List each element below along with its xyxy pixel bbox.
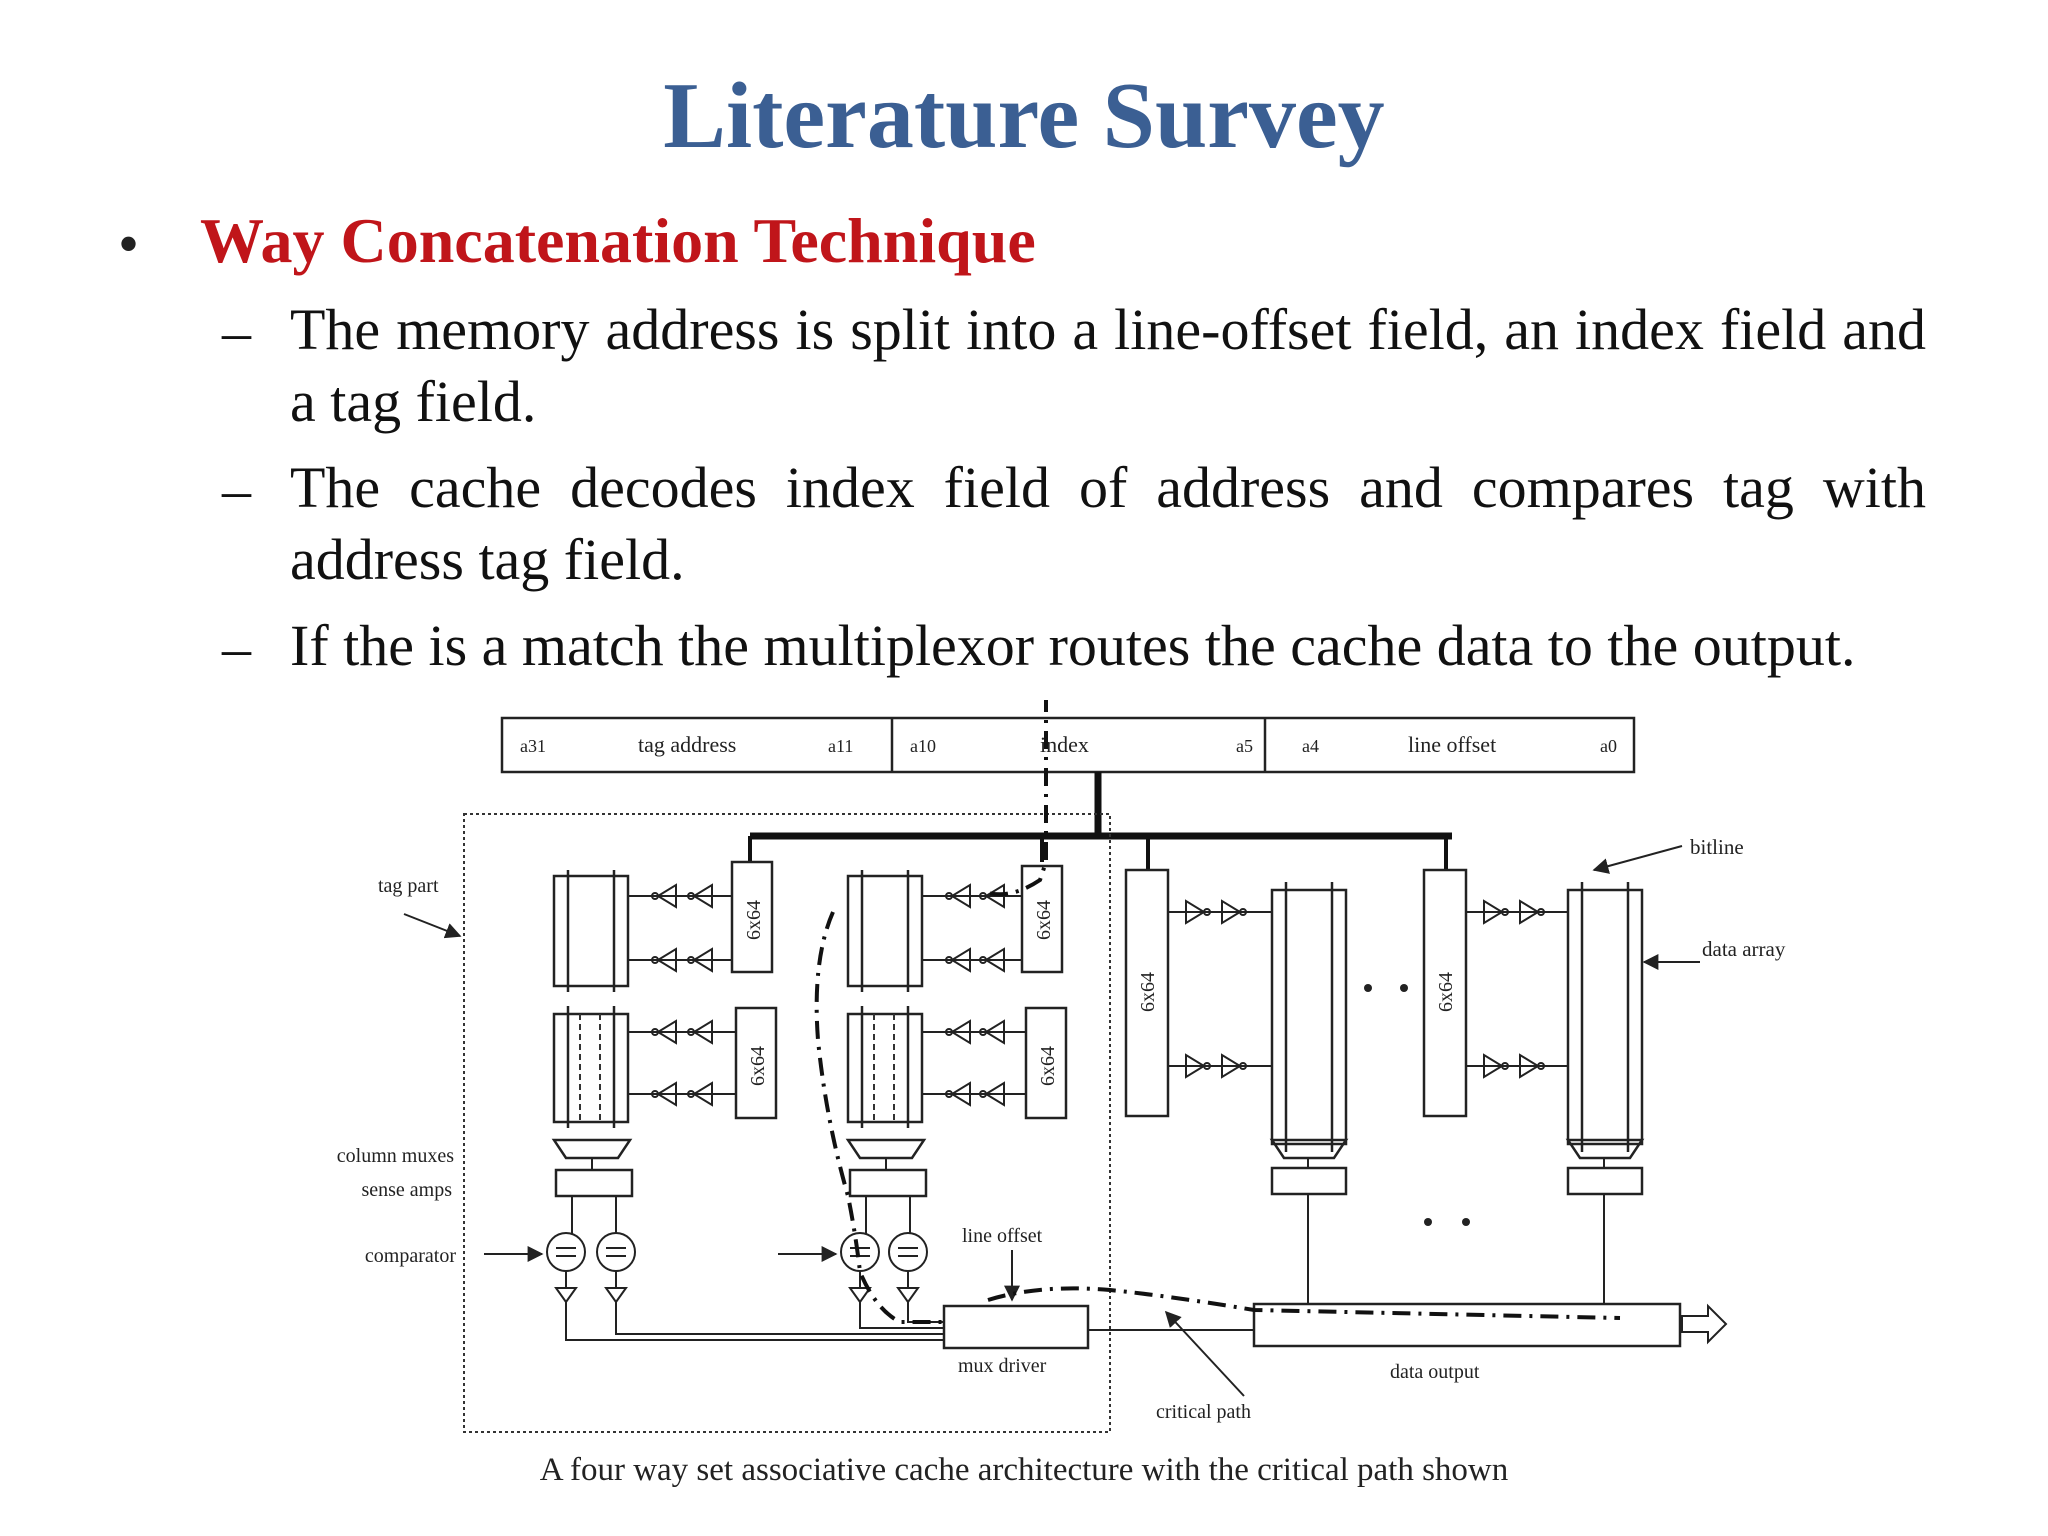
bit-label: a10 — [910, 736, 936, 756]
svg-text:6x64: 6x64 — [747, 1046, 769, 1086]
tag-part-region — [463, 813, 1111, 1433]
point-2: The cache decodes index field of address… — [290, 455, 1926, 592]
cache-architecture-diagram: a31 tag address a11 a10 index a5 a4 line… — [337, 700, 1786, 1433]
critical-path-label: critical path — [1156, 1401, 1251, 1423]
sense-amps-label: sense amps — [361, 1179, 452, 1201]
mux-driver-box — [942, 1304, 1090, 1350]
bullet-icon: • — [118, 211, 140, 277]
address-register: a31 tag address a11 a10 index a5 a4 line… — [500, 716, 1636, 774]
slide-title: Literature Survey — [663, 64, 1385, 168]
mux-driver-label: mux driver — [958, 1355, 1047, 1377]
data-array — [1270, 882, 1644, 1152]
line-offset-label: line offset — [962, 1225, 1043, 1247]
index-label: index — [1040, 732, 1089, 757]
point-3: If the is a match the multiplexor routes… — [290, 613, 1856, 678]
data-output-label: data output — [1390, 1361, 1480, 1383]
critical-path-line — [814, 700, 1621, 1324]
data-output-box — [1252, 1302, 1682, 1348]
bit-label: a5 — [1236, 736, 1253, 756]
dash-icon: – — [222, 457, 251, 522]
column-muxes-label: column muxes — [337, 1145, 454, 1167]
svg-text:6x64: 6x64 — [1137, 972, 1159, 1012]
decoder: 6x64 — [1124, 868, 1170, 1118]
svg-text:6x64: 6x64 — [1037, 1046, 1059, 1086]
bit-label: a0 — [1600, 736, 1617, 756]
comparator-circles — [546, 1232, 928, 1272]
data-array-label: data array — [1702, 937, 1786, 961]
tag-part-label: tag part — [378, 875, 439, 897]
svg-text:6x64: 6x64 — [1033, 900, 1055, 940]
bit-label: a31 — [520, 736, 546, 756]
dash-icon: – — [222, 615, 251, 680]
bitline-label: bitline — [1690, 835, 1744, 859]
point-1: The memory address is split into a line-… — [290, 297, 1926, 434]
bit-label: a4 — [1302, 736, 1319, 756]
bit-label: a11 — [828, 736, 853, 756]
bullet-heading: Way Concatenation Technique — [200, 205, 1036, 276]
comparator-label: comparator — [365, 1245, 456, 1267]
decoder: 6x64 — [730, 860, 774, 974]
decoder: 6x64 — [1422, 868, 1468, 1118]
decoder: 6x64 — [734, 1006, 778, 1120]
svg-text:6x64: 6x64 — [743, 900, 765, 940]
svg-text:6x64: 6x64 — [1435, 972, 1457, 1012]
decoder: 6x64 — [1024, 1006, 1068, 1120]
line-offset-field-label: line offset — [1408, 732, 1496, 757]
figure-caption: A four way set associative cache archite… — [539, 1452, 1509, 1488]
dash-icon: – — [222, 299, 251, 364]
tag-address-label: tag address — [638, 732, 736, 757]
decoder: 6x64 — [1020, 864, 1064, 974]
